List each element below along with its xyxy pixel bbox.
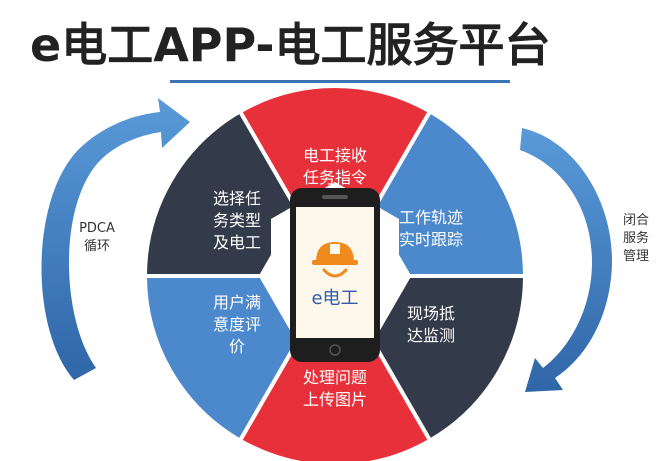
segment-upper-left xyxy=(142,108,301,278)
left-cycle-line-1: PDCA xyxy=(79,221,115,236)
right-cycle-line-2: 服务 xyxy=(623,230,649,246)
segment-top-line-1: 电工接收 xyxy=(303,146,367,165)
page-title: e电工APP-电工服务平台 xyxy=(30,18,551,72)
segment-upper-right-line-1: 工作轨迹 xyxy=(399,208,463,227)
segment-lower-left-line-1: 用户满 xyxy=(213,293,261,312)
helmet-smile-icon xyxy=(312,242,358,278)
segment-upper-left-line-2: 务类型 xyxy=(213,211,261,230)
segment-top-line-2: 任务指令 xyxy=(303,168,367,187)
segment-upper-left-line-1: 选择任 xyxy=(213,189,261,208)
phone-speaker xyxy=(322,195,348,199)
right-cycle-label: 闭合 服务 管理 xyxy=(623,213,649,264)
process-ring xyxy=(142,84,528,461)
left-cycle-label: PDCA 循环 xyxy=(79,221,115,254)
segment-lower-right-line-2: 达监测 xyxy=(407,326,455,345)
title-underline xyxy=(170,80,510,83)
segment-lower-left-line-3: 价 xyxy=(229,337,245,356)
segment-upper-right-line-2: 实时跟踪 xyxy=(399,230,463,249)
phone-home-button xyxy=(329,344,341,356)
right-cycle-arrow xyxy=(520,128,612,392)
right-cycle-line-1: 闭合 xyxy=(623,213,649,228)
phone-logo-text: e电工 xyxy=(311,288,358,309)
left-cycle-line-2: 循环 xyxy=(84,239,110,254)
right-cycle-line-3: 管理 xyxy=(623,249,649,264)
segment-lower-right-line-1: 现场抵 xyxy=(407,304,455,323)
segment-bottom-line-2: 上传图片 xyxy=(303,390,367,409)
left-cycle-arrow xyxy=(41,98,191,380)
phone-mockup: e电工 xyxy=(290,188,380,362)
segment-lower-left-line-2: 意度评 xyxy=(213,315,261,334)
segment-upper-left-line-3: 及电工 xyxy=(213,233,261,252)
segment-bottom-line-1: 处理问题 xyxy=(303,368,367,387)
phone-screen xyxy=(296,207,374,338)
